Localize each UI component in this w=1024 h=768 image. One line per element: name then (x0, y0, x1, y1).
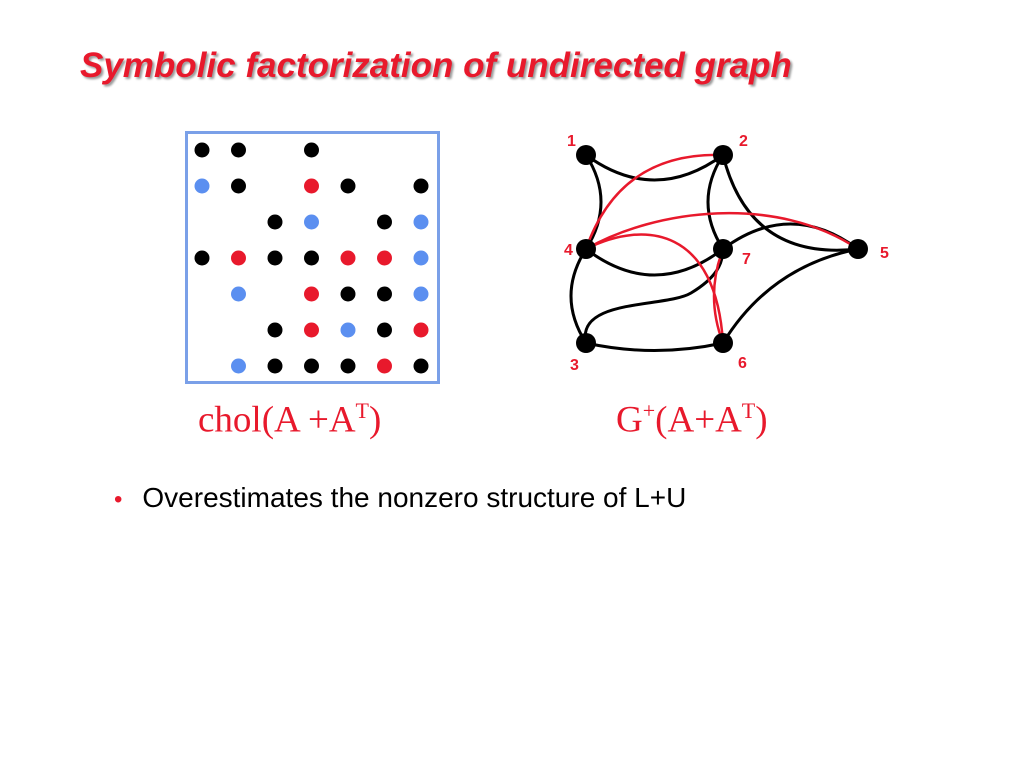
nonzero-dot (267, 214, 283, 230)
symmetric-nonzero-dot (413, 286, 429, 302)
graph-node-4 (576, 239, 596, 259)
fill-in-dot (304, 286, 319, 302)
graph-node-label-6: 6 (738, 355, 747, 372)
nonzero-dot (194, 250, 210, 266)
graph-caption-plus: + (642, 398, 656, 423)
symmetric-nonzero-dot (231, 358, 246, 374)
fill-in-dot (413, 322, 429, 338)
nonzero-dot (413, 358, 429, 374)
graph-node-7 (713, 239, 733, 259)
graph-node-2 (713, 145, 733, 165)
graph-node-6 (713, 333, 733, 353)
nonzero-dot (304, 250, 319, 266)
nonzero-dot (377, 322, 392, 338)
fill-in-dot (377, 358, 392, 374)
fill-in-dot (231, 250, 246, 266)
graph-caption-prefix: G (616, 399, 643, 441)
graph-node-3 (576, 333, 596, 353)
nonzero-dot (340, 358, 356, 374)
edge-5-6 (721, 247, 860, 345)
elimination-graph: 1 2 3 4 5 6 7 (564, 133, 889, 374)
graph-node-label-2: 2 (739, 133, 748, 150)
graph-node-label-3: 3 (570, 357, 579, 374)
bullet-item: • Overestimates the nonzero structure of… (114, 482, 686, 514)
matrix-nonzero-pattern (185, 131, 440, 384)
edge-2-5 (721, 153, 860, 252)
fill-edge-2-4 (584, 153, 725, 251)
symmetric-nonzero-dot (340, 322, 356, 338)
nonzero-dot (413, 178, 429, 194)
symmetric-nonzero-dot (413, 214, 429, 230)
edge-3-7 (583, 247, 725, 345)
symmetric-nonzero-dot (304, 214, 319, 230)
graph-caption: G+(A+AT) (616, 398, 768, 441)
nonzero-dot (340, 286, 356, 302)
graph-node-label-7: 7 (742, 251, 751, 268)
nonzero-dot (231, 178, 246, 194)
graph-node-label-5: 5 (880, 245, 889, 262)
matrix-caption-tail: ) (369, 399, 382, 441)
nonzero-dot (194, 142, 210, 158)
nonzero-dot (231, 142, 246, 158)
bullet-list: • Overestimates the nonzero structure of… (114, 482, 686, 514)
edge-1-4 (584, 153, 603, 251)
fill-in-dot (304, 322, 319, 338)
edge-3-4 (569, 247, 588, 345)
graph-caption-superscript: T (741, 398, 756, 423)
edge-1-2 (584, 153, 725, 182)
fill-in-dot (377, 250, 392, 266)
edge-2-7 (706, 153, 725, 251)
edge-3-6 (584, 341, 725, 352)
slide-title: Symbolic factorization of undirected gra… (80, 46, 792, 85)
symmetric-nonzero-dot (413, 250, 429, 266)
graph-caption-tail: ) (755, 399, 768, 441)
graph-node-5 (848, 239, 868, 259)
graph-node-1 (576, 145, 596, 165)
symmetric-nonzero-dot (231, 286, 246, 302)
graph-node-label-4: 4 (564, 242, 573, 259)
bullet-marker: • (114, 486, 123, 513)
fill-in-dot (340, 250, 356, 266)
matrix-border (185, 131, 440, 384)
matrix-caption-superscript: T (355, 398, 369, 423)
symmetric-nonzero-dot (194, 178, 210, 194)
nonzero-dot (304, 142, 319, 158)
graph-caption-middle: (A+A (655, 399, 742, 441)
graph-node-label-1: 1 (567, 133, 576, 150)
nonzero-dot (267, 358, 283, 374)
nonzero-dot (267, 250, 283, 266)
nonzero-dot (340, 178, 356, 194)
matrix-caption: chol(A +AT) (198, 398, 381, 441)
bullet-text: Overestimates the nonzero structure of L… (142, 482, 687, 513)
fill-edge-4-6 (584, 233, 725, 345)
nonzero-dot (304, 358, 319, 374)
matrix-caption-base: chol(A +A (198, 399, 356, 441)
fill-edge-4-5 (584, 211, 860, 251)
fill-in-dot (304, 178, 319, 194)
edge-4-7 (584, 247, 725, 277)
nonzero-dot (267, 322, 283, 338)
nonzero-dot (377, 286, 392, 302)
nonzero-dot (377, 214, 392, 230)
